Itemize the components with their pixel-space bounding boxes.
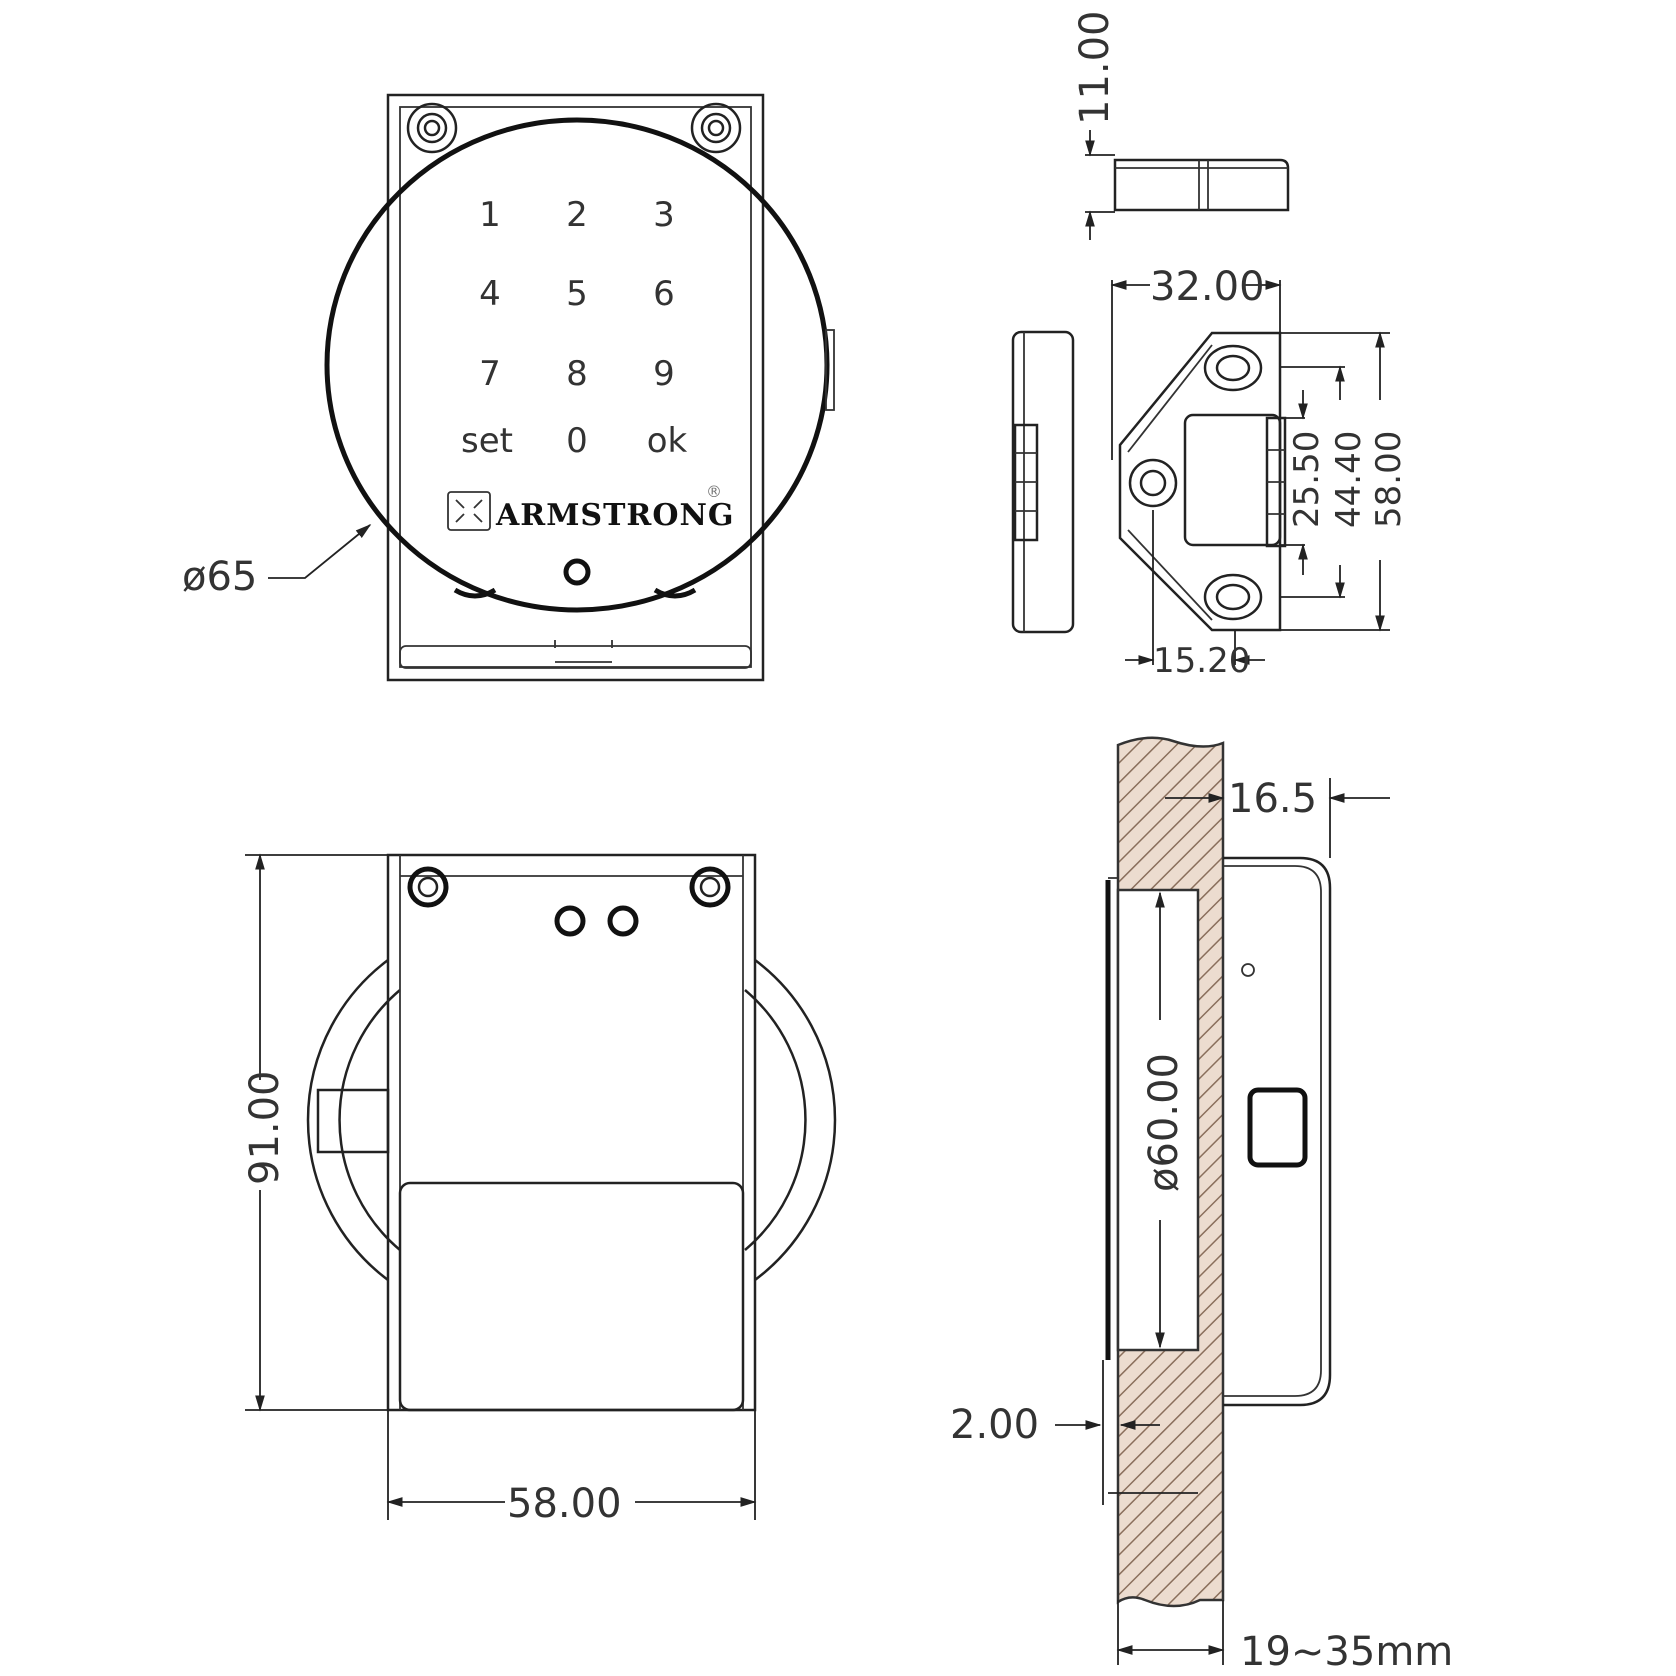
indicator-led-icon — [563, 558, 591, 586]
key-ok: ok — [647, 421, 688, 461]
key-7: 7 — [479, 354, 501, 394]
dim-15-20-label: 15.20 — [1153, 641, 1250, 681]
back-view: 91.00 58.00 — [242, 853, 837, 1527]
section-view: ø60.00 16.5 2.00 19~35mm — [950, 736, 1453, 1675]
height-91-label: 91.00 — [242, 1070, 288, 1185]
key-3: 3 — [653, 195, 675, 235]
diameter-65-label: ø65 — [182, 554, 257, 600]
door-thickness-label: 19~35mm — [1240, 1629, 1453, 1675]
key-0: 0 — [566, 421, 588, 461]
back-hole-left-icon — [554, 905, 586, 937]
front-view: 1 2 3 4 5 6 7 8 9 set 0 ok ARMSTRONG ® ø… — [182, 93, 835, 682]
back-plate — [386, 853, 757, 1412]
brand-emblem-icon — [447, 491, 491, 531]
screw-back-right-icon — [689, 866, 731, 908]
keypad-grid: 1 2 3 4 5 6 7 8 9 set 0 ok — [461, 195, 688, 461]
key-6: 6 — [653, 274, 675, 314]
key-2: 2 — [566, 195, 588, 235]
top-view: 11.00 — [1072, 10, 1290, 240]
dim-25-50-label: 25.50 — [1287, 431, 1327, 528]
bore-60-label: ø60.00 — [1141, 1053, 1187, 1192]
key-9: 9 — [653, 354, 675, 394]
front-plate-outer — [386, 93, 765, 682]
dim-58-00-label: 58.00 — [1369, 431, 1409, 528]
width-32-label: 32.00 — [1150, 264, 1265, 310]
width-58-label: 58.00 — [507, 1481, 622, 1527]
key-8: 8 — [566, 354, 588, 394]
registered-mark: ® — [706, 482, 722, 501]
back-hole-right-icon — [607, 905, 639, 937]
key-5: 5 — [566, 274, 588, 314]
keypad-disc — [324, 117, 830, 613]
housing-screw-icon — [1241, 963, 1255, 977]
height-11-label: 11.00 — [1072, 10, 1118, 125]
strike-side-view — [1011, 330, 1075, 634]
key-1: 1 — [479, 195, 501, 235]
dim-44-40-label: 44.40 — [1329, 431, 1369, 528]
screw-top-right-icon — [690, 102, 742, 154]
screw-back-left-icon — [407, 866, 449, 908]
housing-window-icon — [1247, 1087, 1308, 1168]
brand-logo: ARMSTRONG ® — [447, 482, 735, 533]
key-set: set — [461, 421, 513, 461]
screw-top-left-icon — [406, 102, 458, 154]
gap-2-label: 2.00 — [950, 1402, 1039, 1448]
key-4: 4 — [479, 274, 501, 314]
strike-plate-view: 32.00 25.50 44.40 58.00 15.20 — [1110, 264, 1409, 681]
brand-name: ARMSTRONG — [495, 498, 735, 533]
depth-16-5-label: 16.5 — [1228, 776, 1317, 822]
